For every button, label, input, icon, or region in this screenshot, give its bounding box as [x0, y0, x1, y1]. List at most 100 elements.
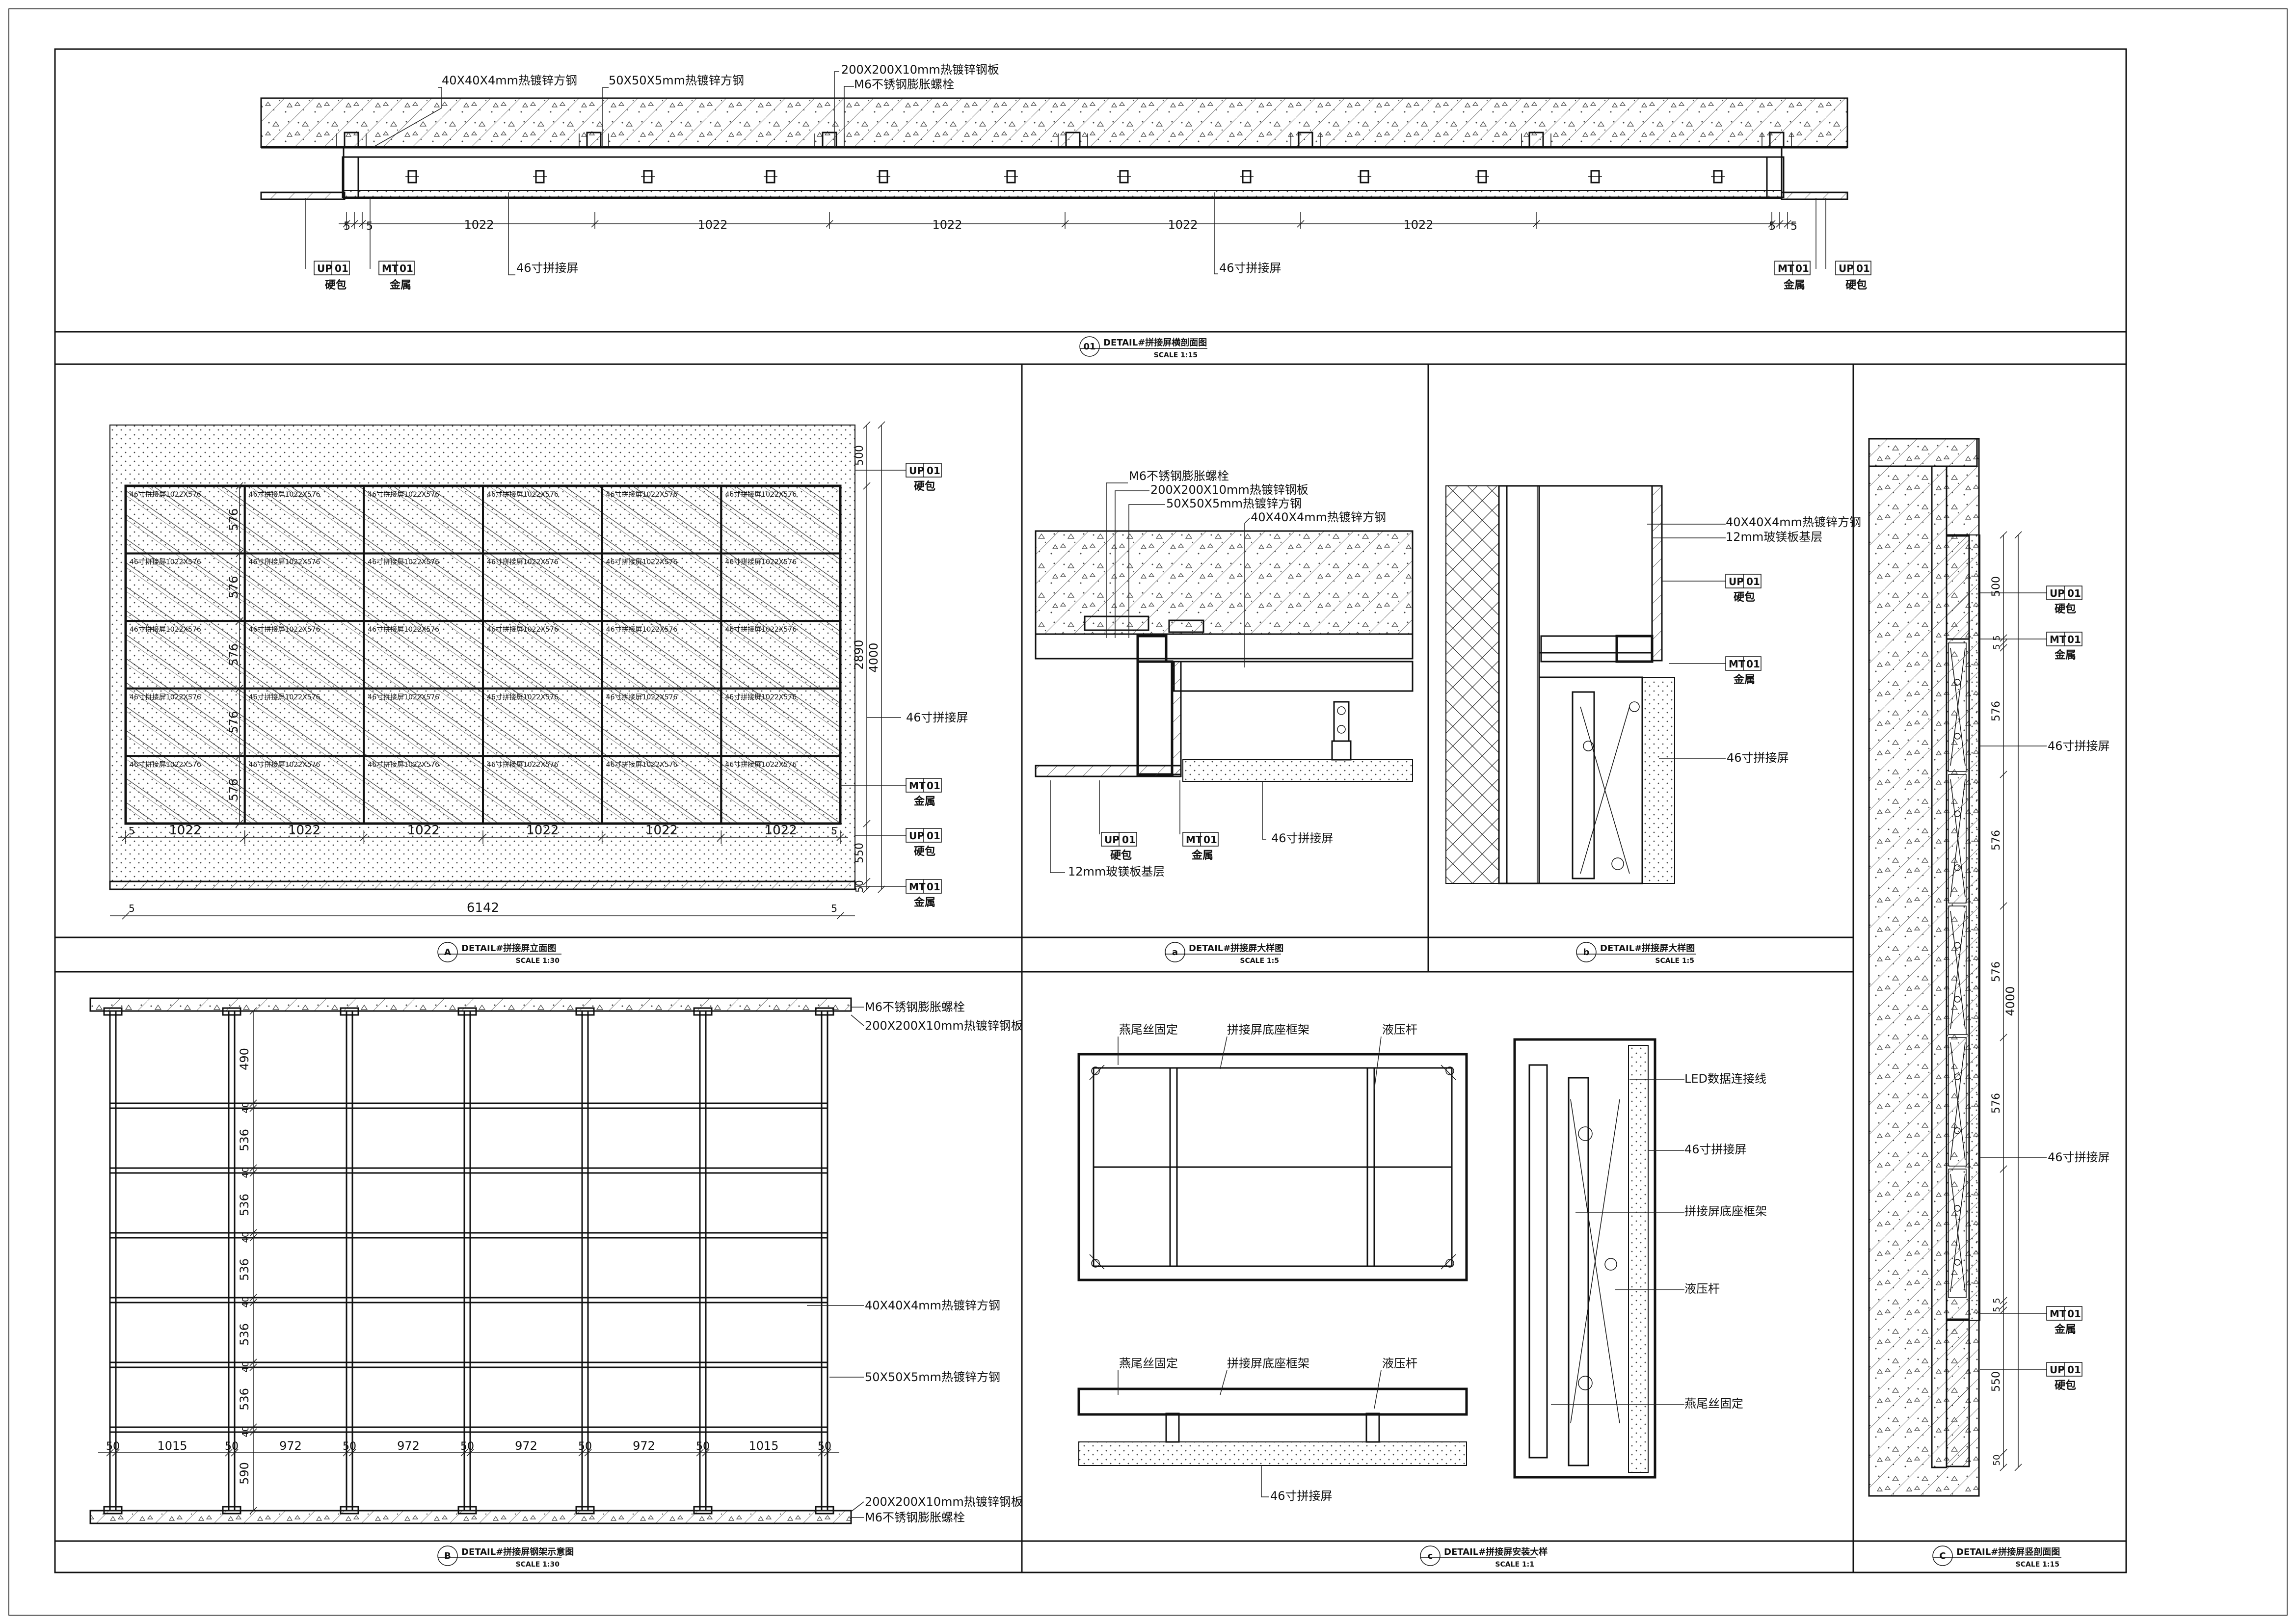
title-block-c: c DETAIL#拼接屏安装大样 SCALE 1:1: [1420, 1545, 1548, 1569]
svg-text:硬包: 硬包: [2055, 1379, 2076, 1392]
title-C: DETAIL#拼接屏竖剖面图: [1956, 1546, 2060, 1557]
screen-section: [1078, 1441, 1467, 1466]
label-screen-left: 46寸拼接屏: [516, 261, 579, 275]
label-steel-50: 50X50X5mm热镀锌方钢: [609, 74, 744, 87]
base-frame-section: [1077, 1387, 1468, 1416]
mount-brace: [1950, 1042, 1966, 1161]
label-frame-base-side: 拼接屏底座框架: [1684, 1204, 1767, 1218]
svg-text:01: 01: [1795, 263, 1809, 274]
screen-cell: [482, 552, 603, 622]
dim-value-edge: 5: [831, 903, 837, 914]
steel-plate-top: [222, 1007, 241, 1016]
screen-cell: [363, 687, 484, 757]
dim-tick: [696, 1449, 704, 1457]
mount-screw: [1954, 942, 1961, 949]
svg-text:01: 01: [1122, 834, 1136, 846]
dim-value-col: 50: [343, 1440, 356, 1453]
screen-cell-label: 46寸拼接屏1022X576: [130, 490, 201, 499]
dim-value-bottom: 550: [854, 843, 866, 863]
scale-C: SCALE 1:15: [2016, 1561, 2059, 1569]
svg-text:UP: UP: [1729, 576, 1744, 587]
screen-cell-label: 46寸拼接屏1022X576: [368, 693, 439, 701]
dim-value-bay: 1015: [748, 1439, 778, 1453]
screen-cell: [482, 485, 603, 555]
dim-tick: [2000, 644, 2007, 652]
anchor-bracket: [1298, 132, 1313, 148]
screen-cell-label: 46寸拼接屏1022X576: [249, 558, 320, 566]
steel-beam: [109, 1297, 828, 1304]
dim-tick: [2000, 1297, 2007, 1305]
tag-up-left: UP 01 硬包: [305, 198, 350, 292]
tag-up-a-detail: UP 01 硬包: [1099, 780, 1137, 862]
scale-A: SCALE 1:30: [516, 957, 560, 965]
dim-tick: [2000, 531, 2007, 539]
title-c: DETAIL#拼接屏安装大样: [1444, 1546, 1548, 1557]
tag-up-right: UP 01 硬包: [1815, 198, 1871, 292]
mount-brace: [1950, 910, 1966, 1029]
svg-text:UP: UP: [909, 465, 924, 477]
label-steel50-B: 50X50X5mm热镀锌方钢: [865, 1370, 1000, 1384]
svg-text:MT: MT: [1186, 834, 1202, 846]
screen-cell-label: 46寸拼接屏1022X576: [130, 760, 201, 769]
screen-cell-label: 46寸拼接屏1022X576: [368, 760, 439, 769]
dim-tick: [2000, 902, 2007, 910]
dim-value-bay: 972: [633, 1439, 655, 1453]
dim-value-top: 500: [854, 445, 866, 466]
svg-text:01: 01: [1083, 342, 1095, 352]
wall-panel-a: [1035, 765, 1182, 777]
steel-column: [463, 1010, 471, 1512]
svg-text:01: 01: [927, 830, 940, 842]
mount-brace: [1950, 779, 1966, 898]
mount-screw: [1954, 864, 1961, 871]
dim-tick: [2000, 1165, 2007, 1173]
dim-value-row-B: 536: [238, 1194, 251, 1216]
dim-value-w: 1022: [407, 823, 440, 838]
dim-value-row: 576: [227, 643, 240, 666]
mount-cell: [1948, 905, 1967, 1035]
screen-cell: [720, 620, 842, 690]
label-plate: 200X200X10mm热镀锌钢板: [841, 63, 999, 77]
svg-text:a: a: [1172, 947, 1178, 958]
svg-text:MT: MT: [1778, 263, 1794, 274]
label-hydraulic-plan: 液压杆: [1382, 1023, 1417, 1037]
svg-text:01: 01: [2067, 1308, 2081, 1320]
dim-value-C: 576: [1990, 1093, 2002, 1114]
section-jacks: [1165, 1412, 1380, 1443]
screen-mount-jacks: [405, 170, 1725, 184]
screen-cell-label: 46寸拼接屏1022X576: [725, 490, 797, 499]
label-screen-c-side: 46寸拼接屏: [1684, 1143, 1747, 1156]
title-block-C: C DETAIL#拼接屏竖剖面图 SCALE 1:15: [1932, 1545, 2061, 1569]
dim-tick: [863, 878, 871, 885]
left-panel-edge: [260, 191, 346, 200]
board-base-a: [1035, 633, 1414, 660]
screen-face-a: [1182, 759, 1413, 782]
steel-column: [581, 1010, 589, 1512]
svg-text:01: 01: [1746, 658, 1760, 670]
dim-value-C: 550: [1990, 1371, 2002, 1392]
dim-value: 5: [366, 220, 373, 233]
tag-mt-right: MT 01 金属: [1774, 198, 1826, 292]
screen-cell: [601, 485, 722, 555]
mount-screw: [1954, 1259, 1961, 1266]
svg-text:金属: 金属: [913, 795, 935, 808]
title-b: DETAIL#拼接屏大样图: [1600, 943, 1695, 954]
mount-brace: [1950, 647, 1966, 766]
label-screen-b: 46寸拼接屏: [1727, 751, 1789, 765]
tag-up-C-top: UP 01 硬包: [1980, 586, 2082, 615]
anchor-bracket: [1528, 132, 1544, 148]
title-block-a: a DETAIL#拼接屏大样图 SCALE 1:5: [1165, 942, 1283, 965]
dim-value-col: 50: [696, 1440, 710, 1453]
panel-c-installation: 燕尾丝固定 拼接屏底座框架 液压杆 燕尾丝固定 拼接屏底座框架 液压杆 46寸拼…: [1077, 1023, 1767, 1569]
svg-text:硬包: 硬包: [325, 279, 347, 292]
screen-cell: [243, 485, 365, 555]
dim-value-col: 50: [818, 1440, 831, 1453]
upper-zone-b: [1538, 485, 1653, 654]
dim-value-C: 500: [1990, 576, 2002, 597]
steel-plate-bottom: [457, 1506, 477, 1515]
dim-tick: [249, 1363, 257, 1371]
svg-text:金属: 金属: [913, 896, 935, 909]
dim-tick: [863, 482, 871, 490]
side-screen-c: [1628, 1045, 1649, 1473]
